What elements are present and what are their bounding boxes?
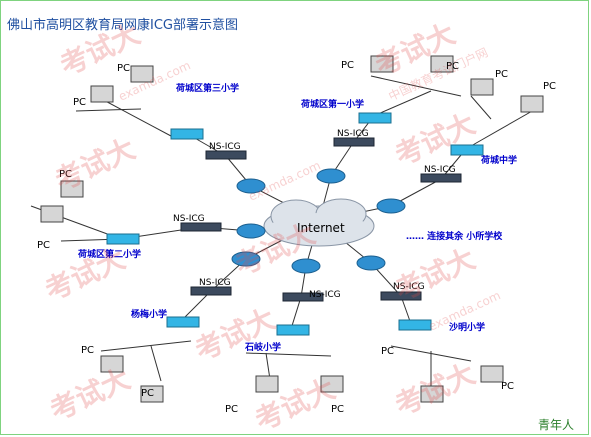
diagram-title: 佛山市高明区教育局网康ICG部署示意图 [7, 17, 238, 33]
pc-icon [90, 85, 114, 103]
pc-label: PC [501, 381, 514, 392]
school-label-hecheng-middle: 荷城中学 [480, 154, 517, 166]
pc-label: PC [59, 169, 72, 180]
switches [106, 112, 484, 336]
pc-label: PC [381, 346, 394, 357]
pcs [40, 55, 544, 403]
pc-icon [480, 365, 504, 383]
router-icon [356, 255, 386, 271]
school-label-third-primary: 荷城区第三小学 [175, 82, 239, 94]
switch-icon [276, 324, 310, 336]
router-icon [236, 178, 266, 194]
watermark-text: 考试大 [45, 362, 135, 427]
pc-label: PC [81, 345, 94, 356]
pc-label: PC [37, 240, 50, 251]
school-label-first-primary: 荷城区第一小学 [300, 98, 364, 110]
nsicg-device-icon [282, 292, 324, 302]
pc-label: PC [331, 404, 344, 415]
nsicg-device-icon [190, 286, 232, 296]
nsicg-device-icon [180, 222, 222, 232]
router-icon [376, 198, 406, 214]
pc-label: PC [225, 404, 238, 415]
nsicg-label: NS-ICG [424, 165, 456, 175]
router-icon [316, 168, 346, 184]
pc-icon [130, 65, 154, 83]
watermark-text: 考试大 [390, 107, 480, 172]
router-icon [236, 223, 266, 239]
nsicg-label: NS-ICG [337, 129, 369, 139]
switch-icon [450, 144, 484, 156]
switch-icon [166, 316, 200, 328]
watermark-text: 考试大 [390, 242, 480, 307]
pc-icon [430, 55, 454, 73]
nsicg-devices [180, 137, 462, 302]
more-schools-label: …… 连接其余 小所学校 [406, 230, 503, 242]
pc-label: PC [495, 69, 508, 80]
router-icon [291, 258, 321, 274]
switch-icon [398, 319, 432, 331]
nsicg-device-icon [333, 137, 375, 147]
nsicg-label: NS-ICG [393, 282, 425, 292]
nsicg-label: NS-ICG [199, 278, 231, 288]
pc-icon [100, 355, 124, 373]
internet-label: Internet [297, 221, 345, 235]
school-label-yangmei-primary: 杨梅小学 [131, 308, 167, 320]
nsicg-label: NS-ICG [173, 214, 205, 224]
school-label-shaming-primary: 沙明小学 [449, 321, 485, 333]
pc-label: PC [543, 81, 556, 92]
nsicg-label: NS-ICG [209, 142, 241, 152]
pc-icon [60, 180, 84, 198]
router-icon [231, 251, 261, 267]
pc-icon [320, 375, 344, 393]
nsicg-device-icon [380, 291, 422, 301]
watermark-text: 考试大 [390, 357, 480, 422]
nsicg-label: NS-ICG [309, 290, 341, 300]
pc-label: PC [446, 61, 459, 72]
pc-icon [520, 95, 544, 113]
pc-icon [420, 385, 444, 403]
watermark-text: 考试大 [50, 132, 140, 197]
school-label-shiji-primary: 石岐小学 [244, 341, 281, 353]
switch-icon [170, 128, 204, 140]
school-label-second-primary: 荷城区第二小学 [77, 248, 141, 260]
pc-icon [40, 205, 64, 223]
pc-label: PC [341, 60, 354, 71]
routers [231, 168, 406, 274]
pc-icon [140, 385, 164, 403]
pc-icon [370, 55, 394, 73]
pc-icon [470, 78, 494, 96]
corner-mark: 青年人 [538, 418, 574, 432]
switch-icon [358, 112, 392, 124]
internet-cloud-icon [263, 198, 375, 247]
pc-icon [255, 375, 279, 393]
pc-label: PC [141, 388, 154, 399]
switch-icon [106, 233, 140, 245]
pc-label: PC [117, 63, 130, 74]
pc-label: PC [73, 97, 86, 108]
nsicg-device-icon [420, 173, 462, 183]
nsicg-device-icon [205, 150, 247, 160]
